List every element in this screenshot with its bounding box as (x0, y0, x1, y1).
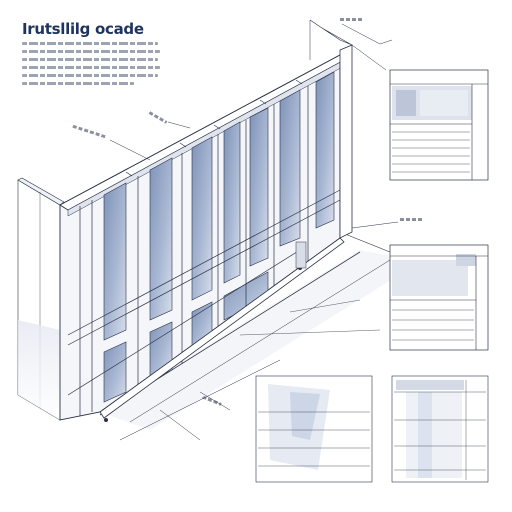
note-line (22, 58, 158, 61)
callout-label (340, 18, 362, 21)
left-return-wall (17, 177, 65, 421)
coping-joints (125, 79, 303, 177)
note-line (22, 50, 160, 53)
detail-view-1 (389, 69, 489, 181)
callout-label (400, 218, 424, 221)
anchor-point (104, 418, 108, 422)
note-line (22, 42, 158, 45)
note-line (22, 74, 158, 77)
detail-view-2 (389, 244, 489, 351)
leader-lines (109, 23, 399, 441)
detail-view-4 (391, 375, 489, 483)
note-line (22, 66, 160, 69)
drawing-title: Irutsllilg ocade (22, 20, 144, 38)
glass-panels (103, 71, 335, 403)
transoms (67, 189, 341, 396)
detail-view-3 (255, 375, 373, 483)
note-line (22, 82, 134, 85)
end-column (309, 19, 387, 239)
facade-curtain-wall (59, 54, 350, 422)
